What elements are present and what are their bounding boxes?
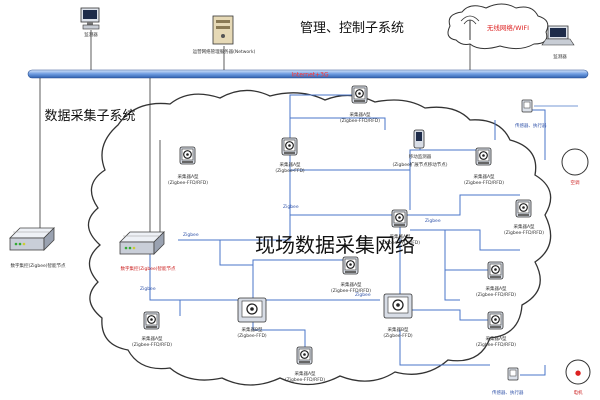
svg-text:(Zigbee-FFD/RFD): (Zigbee-FFD/RFD) xyxy=(380,240,420,246)
internet-backbone xyxy=(27,69,589,79)
center-gateway-icon[interactable] xyxy=(119,231,165,255)
svg-text:采集器A型: 采集器A型 xyxy=(513,223,535,230)
svg-text:采集器A型: 采集器A型 xyxy=(177,173,199,180)
left-gateway-label: 数字集控(Zigbee)智能节点 xyxy=(10,262,66,269)
laptop-label: 监测器 xyxy=(553,53,567,60)
link-tag-5: Zigbee xyxy=(355,292,371,298)
svg-text:采集器B型: 采集器B型 xyxy=(387,326,409,333)
svg-text:采集器A型: 采集器A型 xyxy=(294,370,316,377)
aircon-icon[interactable] xyxy=(561,148,589,176)
collector-node-b2[interactable]: 采集器B型 (Zigbee-FFD) xyxy=(383,293,413,339)
svg-text:(Zigbee-FFD): (Zigbee-FFD) xyxy=(383,333,413,339)
monitor-label: 监测器 xyxy=(84,31,98,38)
link-tag-4: Zigbee xyxy=(140,286,156,292)
link-tag-2: Zigbee xyxy=(183,232,199,238)
motor-label: 电机 xyxy=(574,389,583,396)
server-icon[interactable] xyxy=(212,15,234,45)
svg-text:(Zigbee-FFD/RFD): (Zigbee-FFD/RFD) xyxy=(464,180,504,186)
server-label: 运营网络管理服务器(Network) xyxy=(193,48,256,55)
monitor-computer-icon[interactable] xyxy=(80,7,100,30)
svg-text:采集器A型: 采集器A型 xyxy=(473,173,495,180)
wireless-label: 无线网络/WIFI xyxy=(487,23,529,32)
antenna-icon xyxy=(460,15,480,40)
svg-text:采集器A型: 采集器A型 xyxy=(141,335,163,342)
svg-text:(Zigbee-FFD/RFD): (Zigbee-FFD/RFD) xyxy=(331,288,371,294)
svg-text:(Zigbee-FFD): (Zigbee-FFD) xyxy=(237,333,267,339)
collector-node-13[interactable]: 采集器A型 (Zigbee-FFD/RFD) xyxy=(132,311,172,348)
svg-text:采集器A型: 采集器A型 xyxy=(349,111,371,118)
upper-actuator-icon[interactable] xyxy=(521,99,533,113)
collector-node-b1[interactable]: 采集器B型 (Zigbee-FFD) xyxy=(237,297,267,339)
left-gateway-icon[interactable] xyxy=(9,227,55,251)
field-network-title: 现场数据采集网络 xyxy=(255,233,415,257)
svg-text:采集器B型: 采集器B型 xyxy=(241,326,263,333)
svg-text:采集器A型: 采集器A型 xyxy=(340,281,362,288)
laptop-icon[interactable] xyxy=(541,25,575,46)
collector-node-5[interactable]: 采集器A型 (Zigbee-FFD/RFD) xyxy=(464,147,504,186)
lower-actuator-label: 传感器、执行器 xyxy=(492,389,524,396)
svg-text:(Zigbee-FFD/RFD): (Zigbee-FFD/RFD) xyxy=(132,342,172,348)
upper-actuator-label: 传感器、执行器 xyxy=(515,122,547,129)
svg-text:采集器A型: 采集器A型 xyxy=(485,335,507,342)
svg-text:(Zigbee-FFD/RFD): (Zigbee-FFD/RFD) xyxy=(340,118,380,124)
svg-text:(Zigbee-FFD): (Zigbee-FFD) xyxy=(275,168,305,174)
svg-text:采集器A型: 采集器A型 xyxy=(389,233,411,240)
acq-subsystem-title: 数据采集子系统 xyxy=(44,108,135,124)
svg-text:(Zigbee-FFD/RFD): (Zigbee-FFD/RFD) xyxy=(285,377,325,383)
svg-text:(Zigbee-FFD/RFD): (Zigbee-FFD/RFD) xyxy=(504,230,544,236)
svg-text:(Zigbee-FFD/RFD): (Zigbee-FFD/RFD) xyxy=(168,180,208,186)
svg-text:采集器A型: 采集器A型 xyxy=(279,161,301,168)
mobile-node[interactable]: 移动监测器 (Zigbee扩展节点移动节点) xyxy=(392,129,448,168)
link-tag-1: Zigbee xyxy=(283,204,299,210)
backbone-label: Internet+3G xyxy=(291,72,329,79)
svg-text:(Zigbee-FFD/RFD): (Zigbee-FFD/RFD) xyxy=(476,292,516,298)
mgmt-subsystem-title: 管理、控制子系统 xyxy=(300,21,404,36)
aircon-label: 空调 xyxy=(571,179,580,186)
svg-text:(Zigbee扩展节点移动节点): (Zigbee扩展节点移动节点) xyxy=(392,161,447,168)
collector-node-8[interactable]: 采集器A型 (Zigbee-FFD/RFD) xyxy=(331,256,371,294)
center-gateway-label: 数字集控(Zigbee)智能节点 xyxy=(120,265,176,272)
collector-node-6[interactable]: 采集器A型 (Zigbee-FFD/RFD) xyxy=(504,199,544,236)
collector-node-3[interactable]: 采集器A型 (Zigbee-FFD/RFD) xyxy=(340,85,380,124)
collector-node-7[interactable]: 采集器A型 (Zigbee-FFD/RFD) xyxy=(380,209,420,246)
collector-node-14[interactable]: 采集器A型 (Zigbee-FFD/RFD) xyxy=(285,346,325,383)
collector-node-1[interactable]: 采集器A型 (Zigbee-FFD/RFD) xyxy=(168,146,208,186)
svg-text:移动监测器: 移动监测器 xyxy=(409,153,432,160)
motor-center: ● xyxy=(575,369,581,377)
svg-text:(Zigbee-FFD/RFD): (Zigbee-FFD/RFD) xyxy=(476,342,516,348)
collector-node-11[interactable]: 采集器A型 (Zigbee-FFD/RFD) xyxy=(476,261,516,298)
collector-node-12[interactable]: 采集器A型 (Zigbee-FFD/RFD) xyxy=(476,311,516,348)
link-tag-3: Zigbee xyxy=(425,218,441,224)
svg-text:采集器A型: 采集器A型 xyxy=(485,285,507,292)
motor-icon[interactable] xyxy=(565,359,591,385)
collector-node-2[interactable]: 采集器A型 (Zigbee-FFD) xyxy=(275,137,305,174)
wireless-cloud xyxy=(447,3,549,50)
lower-actuator-icon[interactable] xyxy=(507,367,519,381)
field-network-cloud xyxy=(87,89,552,386)
